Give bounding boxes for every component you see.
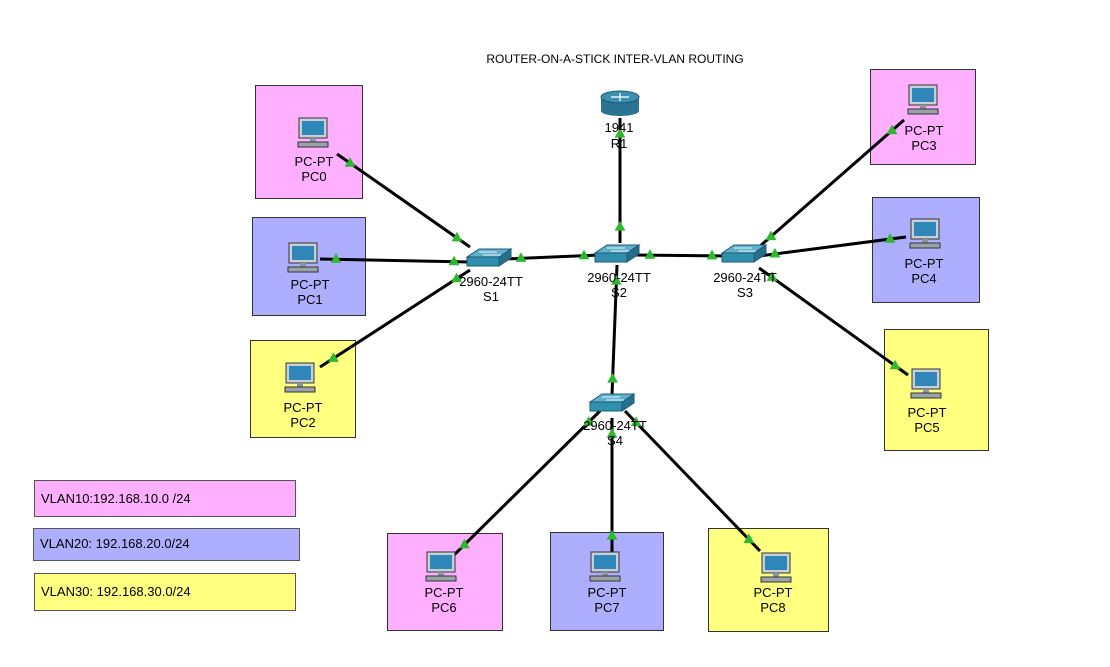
pc1-model-label: PC-PT	[290, 277, 330, 292]
link-up-icon	[583, 416, 594, 426]
pc-icon-pc5[interactable]	[910, 368, 942, 399]
link-pc3-s3[interactable]	[758, 118, 905, 249]
pc2-name-label: PC2	[290, 415, 316, 430]
pc-icon-pc0[interactable]	[297, 117, 329, 148]
legend-vlan10: VLAN10:192.168.10.0 /24	[34, 480, 296, 517]
pc-icon-pc6[interactable]	[425, 551, 457, 582]
devices-layer	[284, 84, 942, 583]
link-up-icon	[614, 221, 626, 231]
pc7-model-label: PC-PT	[587, 585, 627, 600]
area-pc5	[884, 329, 989, 451]
link-up-icon	[706, 249, 718, 260]
pc8-model-label: PC-PT	[753, 585, 793, 600]
link-pc2-s1[interactable]	[319, 268, 471, 369]
link-up-icon	[611, 275, 622, 285]
link-up-icon	[459, 538, 470, 549]
link-s2-s4[interactable]	[610, 264, 619, 396]
link-up-icon	[328, 352, 339, 362]
link-pc4-s3[interactable]	[758, 235, 907, 258]
switch-icon-s2[interactable]	[593, 244, 641, 263]
switch-s3-model-label: 2960-24TT	[713, 270, 777, 285]
links-layer	[319, 118, 909, 558]
switch-icon-s4[interactable]	[588, 393, 636, 412]
link-pc5-s3[interactable]	[758, 266, 909, 377]
link-up-icon	[606, 530, 618, 540]
pc-icon-pc4[interactable]	[909, 218, 941, 249]
pc3-model-label: PC-PT	[904, 123, 944, 138]
link-up-icon	[886, 124, 898, 135]
diagram-title: ROUTER-ON-A-STICK INTER-VLAN ROUTING	[486, 52, 744, 66]
link-up-icon	[448, 255, 460, 266]
legend-vlan20: VLAN20: 192.168.20.0/24	[33, 528, 300, 561]
area-pc1	[252, 217, 366, 316]
pc6-name-label: PC6	[431, 600, 457, 615]
switch-s3-name-label: S3	[737, 285, 753, 300]
pc5-name-label: PC5	[914, 420, 940, 435]
pc-icon-pc8[interactable]	[760, 552, 792, 583]
link-up-icon	[451, 272, 462, 283]
pc-icon-pc1[interactable]	[287, 242, 319, 273]
pc0-model-label: PC-PT	[294, 154, 334, 169]
link-up-icon	[884, 233, 896, 243]
link-pc6-s4[interactable]	[451, 409, 602, 558]
link-pc0-s1[interactable]	[336, 152, 471, 249]
area-pc4	[872, 197, 980, 303]
switch-s4-name-label: S4	[607, 433, 623, 448]
pc0-name-label: PC0	[301, 169, 327, 184]
link-up-icon	[344, 157, 356, 167]
switch-icon-s3[interactable]	[720, 244, 768, 263]
switch-s1-name-label: S1	[483, 289, 499, 304]
link-up-icon	[614, 128, 626, 138]
link-up-icon	[743, 533, 755, 544]
pc3-name-label: PC3	[911, 138, 937, 153]
link-up-icon	[451, 231, 463, 242]
link-up-icon	[769, 247, 781, 258]
pc2-model-label: PC-PT	[283, 400, 323, 415]
link-up-icon	[766, 271, 778, 281]
link-pc1-s1[interactable]	[319, 257, 471, 264]
link-status-layer	[328, 124, 901, 549]
switch-s2-model-label: 2960-24TT	[587, 270, 651, 285]
link-up-icon	[644, 249, 656, 259]
switch-icon-s1[interactable]	[465, 248, 513, 267]
link-up-icon	[765, 230, 777, 241]
area-pc6	[387, 533, 503, 631]
pc7-name-label: PC7	[594, 600, 620, 615]
switch-s2-name-label: S2	[611, 285, 627, 300]
pc8-name-label: PC8	[760, 600, 786, 615]
pc-icon-pc7[interactable]	[589, 551, 621, 582]
pc5-model-label: PC-PT	[907, 405, 947, 420]
pc1-name-label: PC1	[297, 292, 323, 307]
switch-s1-model-label: 2960-24TT	[459, 274, 523, 289]
link-up-icon	[606, 428, 618, 438]
switch-s4-model-label: 2960-24TT	[583, 418, 647, 433]
link-up-icon	[630, 416, 642, 427]
pc-icon-pc3[interactable]	[907, 84, 939, 115]
router-icon[interactable]	[600, 90, 640, 116]
pc6-model-label: PC-PT	[424, 585, 464, 600]
pc4-name-label: PC4	[911, 271, 937, 286]
pc4-model-label: PC-PT	[904, 256, 944, 271]
link-pc8-s4[interactable]	[623, 409, 762, 553]
link-up-icon	[515, 252, 527, 262]
router-name-label: R1	[610, 136, 628, 151]
link-up-icon	[889, 359, 901, 370]
link-up-icon	[330, 253, 342, 263]
pc-icon-pc2[interactable]	[284, 362, 316, 393]
router-model-label: 1941	[604, 120, 634, 135]
link-up-icon	[607, 373, 618, 383]
link-up-icon	[578, 249, 590, 260]
legend-vlan30: VLAN30: 192.168.30.0/24	[34, 573, 296, 611]
